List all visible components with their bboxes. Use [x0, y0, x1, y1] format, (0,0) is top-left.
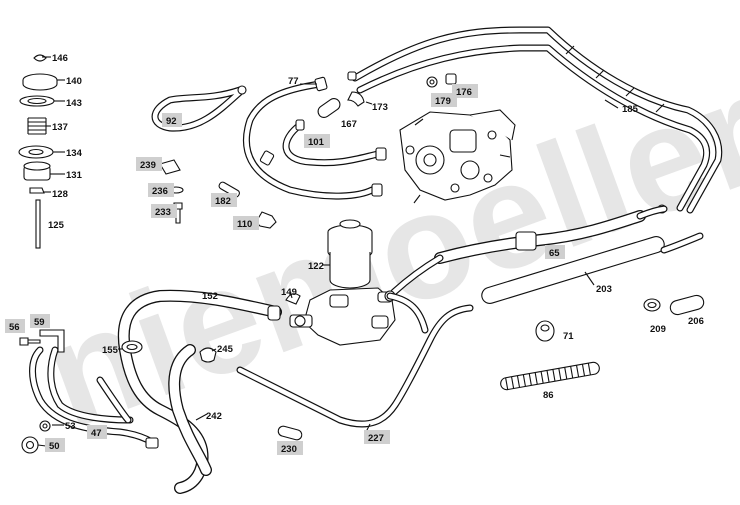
fitting-173	[347, 91, 365, 107]
part-label-86: 86	[543, 390, 554, 401]
part-label-box-227	[364, 430, 390, 444]
part-label-203: 203	[596, 284, 612, 295]
right-parts	[500, 294, 705, 391]
part-label-56: 56	[9, 322, 20, 333]
lines-77-101	[242, 76, 387, 200]
part-label-122: 122	[308, 261, 324, 272]
bolt-125	[35, 199, 41, 249]
bracket-239	[159, 159, 181, 175]
clip-110	[255, 211, 277, 229]
part-label-125: 125	[48, 220, 65, 231]
part-label-242: 242	[206, 411, 222, 422]
line-185	[351, 26, 723, 214]
line-47	[19, 329, 159, 454]
sleeve-206	[669, 294, 705, 316]
clip-128	[29, 187, 45, 194]
part-number-labels: 146 140 143 137 134 131 128 125 77 173 167 185 122 14…	[5, 53, 704, 455]
part-label-59: 59	[34, 317, 45, 328]
part-label-box-239	[136, 157, 162, 171]
part-label-box-182	[211, 193, 237, 207]
part-label-65: 65	[549, 248, 560, 259]
line-227	[236, 292, 474, 433]
part-label-173: 173	[372, 102, 388, 113]
bracket-59	[39, 329, 65, 353]
part-label-131: 131	[66, 170, 83, 181]
cap-176	[445, 73, 457, 85]
part-label-230: 230	[281, 444, 297, 455]
line-92	[151, 85, 247, 132]
part-label-143: 143	[66, 98, 82, 109]
part-label-box-50	[45, 438, 65, 452]
part-label-box-233	[151, 204, 177, 218]
fitting-149	[285, 293, 301, 305]
part-label-92: 92	[166, 116, 177, 127]
part-label-box-110	[233, 216, 259, 230]
part-label-245: 245	[217, 344, 234, 355]
part-label-box-230	[277, 441, 303, 455]
part-label-236: 236	[152, 186, 168, 197]
part-label-50: 50	[49, 441, 60, 452]
part-label-box-176	[452, 84, 478, 98]
clamp-245	[199, 347, 217, 363]
part-label-110: 110	[237, 219, 252, 230]
hose-65	[384, 205, 668, 302]
steering-gear	[399, 109, 516, 204]
part-label-140: 140	[66, 76, 82, 87]
part-label-209: 209	[650, 324, 666, 335]
part-label-182: 182	[215, 196, 231, 207]
fittings-top	[317, 71, 457, 118]
spring-sleeve-86	[500, 361, 600, 391]
reservoir-122	[285, 219, 396, 346]
tube-203	[481, 232, 704, 304]
clamps	[118, 340, 217, 363]
spring-137	[27, 117, 47, 135]
part-label-152: 152	[202, 291, 218, 302]
hose-152-242	[117, 289, 282, 494]
part-label-206: 206	[688, 316, 704, 327]
part-label-box-179	[431, 93, 457, 107]
pin-230	[277, 425, 303, 441]
part-label-box-56	[5, 319, 25, 333]
part-label-137: 137	[52, 122, 68, 133]
part-label-53: 53	[65, 421, 76, 432]
part-label-179: 179	[435, 96, 451, 107]
part-label-233: 233	[155, 207, 171, 218]
part-label-box-59	[30, 314, 50, 328]
wing-nut	[33, 54, 47, 62]
part-label-box-47	[87, 425, 107, 439]
part-label-box-65	[545, 245, 565, 259]
part-label-box-236	[148, 183, 174, 197]
part-label-47: 47	[91, 428, 102, 439]
bolt-56	[19, 337, 41, 346]
part-label-239: 239	[140, 160, 156, 171]
part-label-227: 227	[368, 433, 384, 444]
part-label-155: 155	[102, 345, 119, 356]
part-label-176: 176	[456, 87, 472, 98]
part-label-box-92	[162, 113, 182, 127]
part-label-134: 134	[66, 148, 83, 159]
part-label-146: 146	[52, 53, 68, 64]
part-label-box-101	[304, 134, 330, 148]
part-label-185: 185	[622, 104, 639, 115]
part-label-101: 101	[308, 137, 325, 148]
part-label-71: 71	[563, 331, 574, 342]
part-label-149: 149	[281, 287, 297, 298]
part-label-77: 77	[288, 76, 299, 87]
part-label-167: 167	[341, 119, 357, 130]
mount-stack	[18, 54, 65, 249]
part-label-128: 128	[52, 189, 68, 200]
fitting-167	[317, 98, 341, 118]
